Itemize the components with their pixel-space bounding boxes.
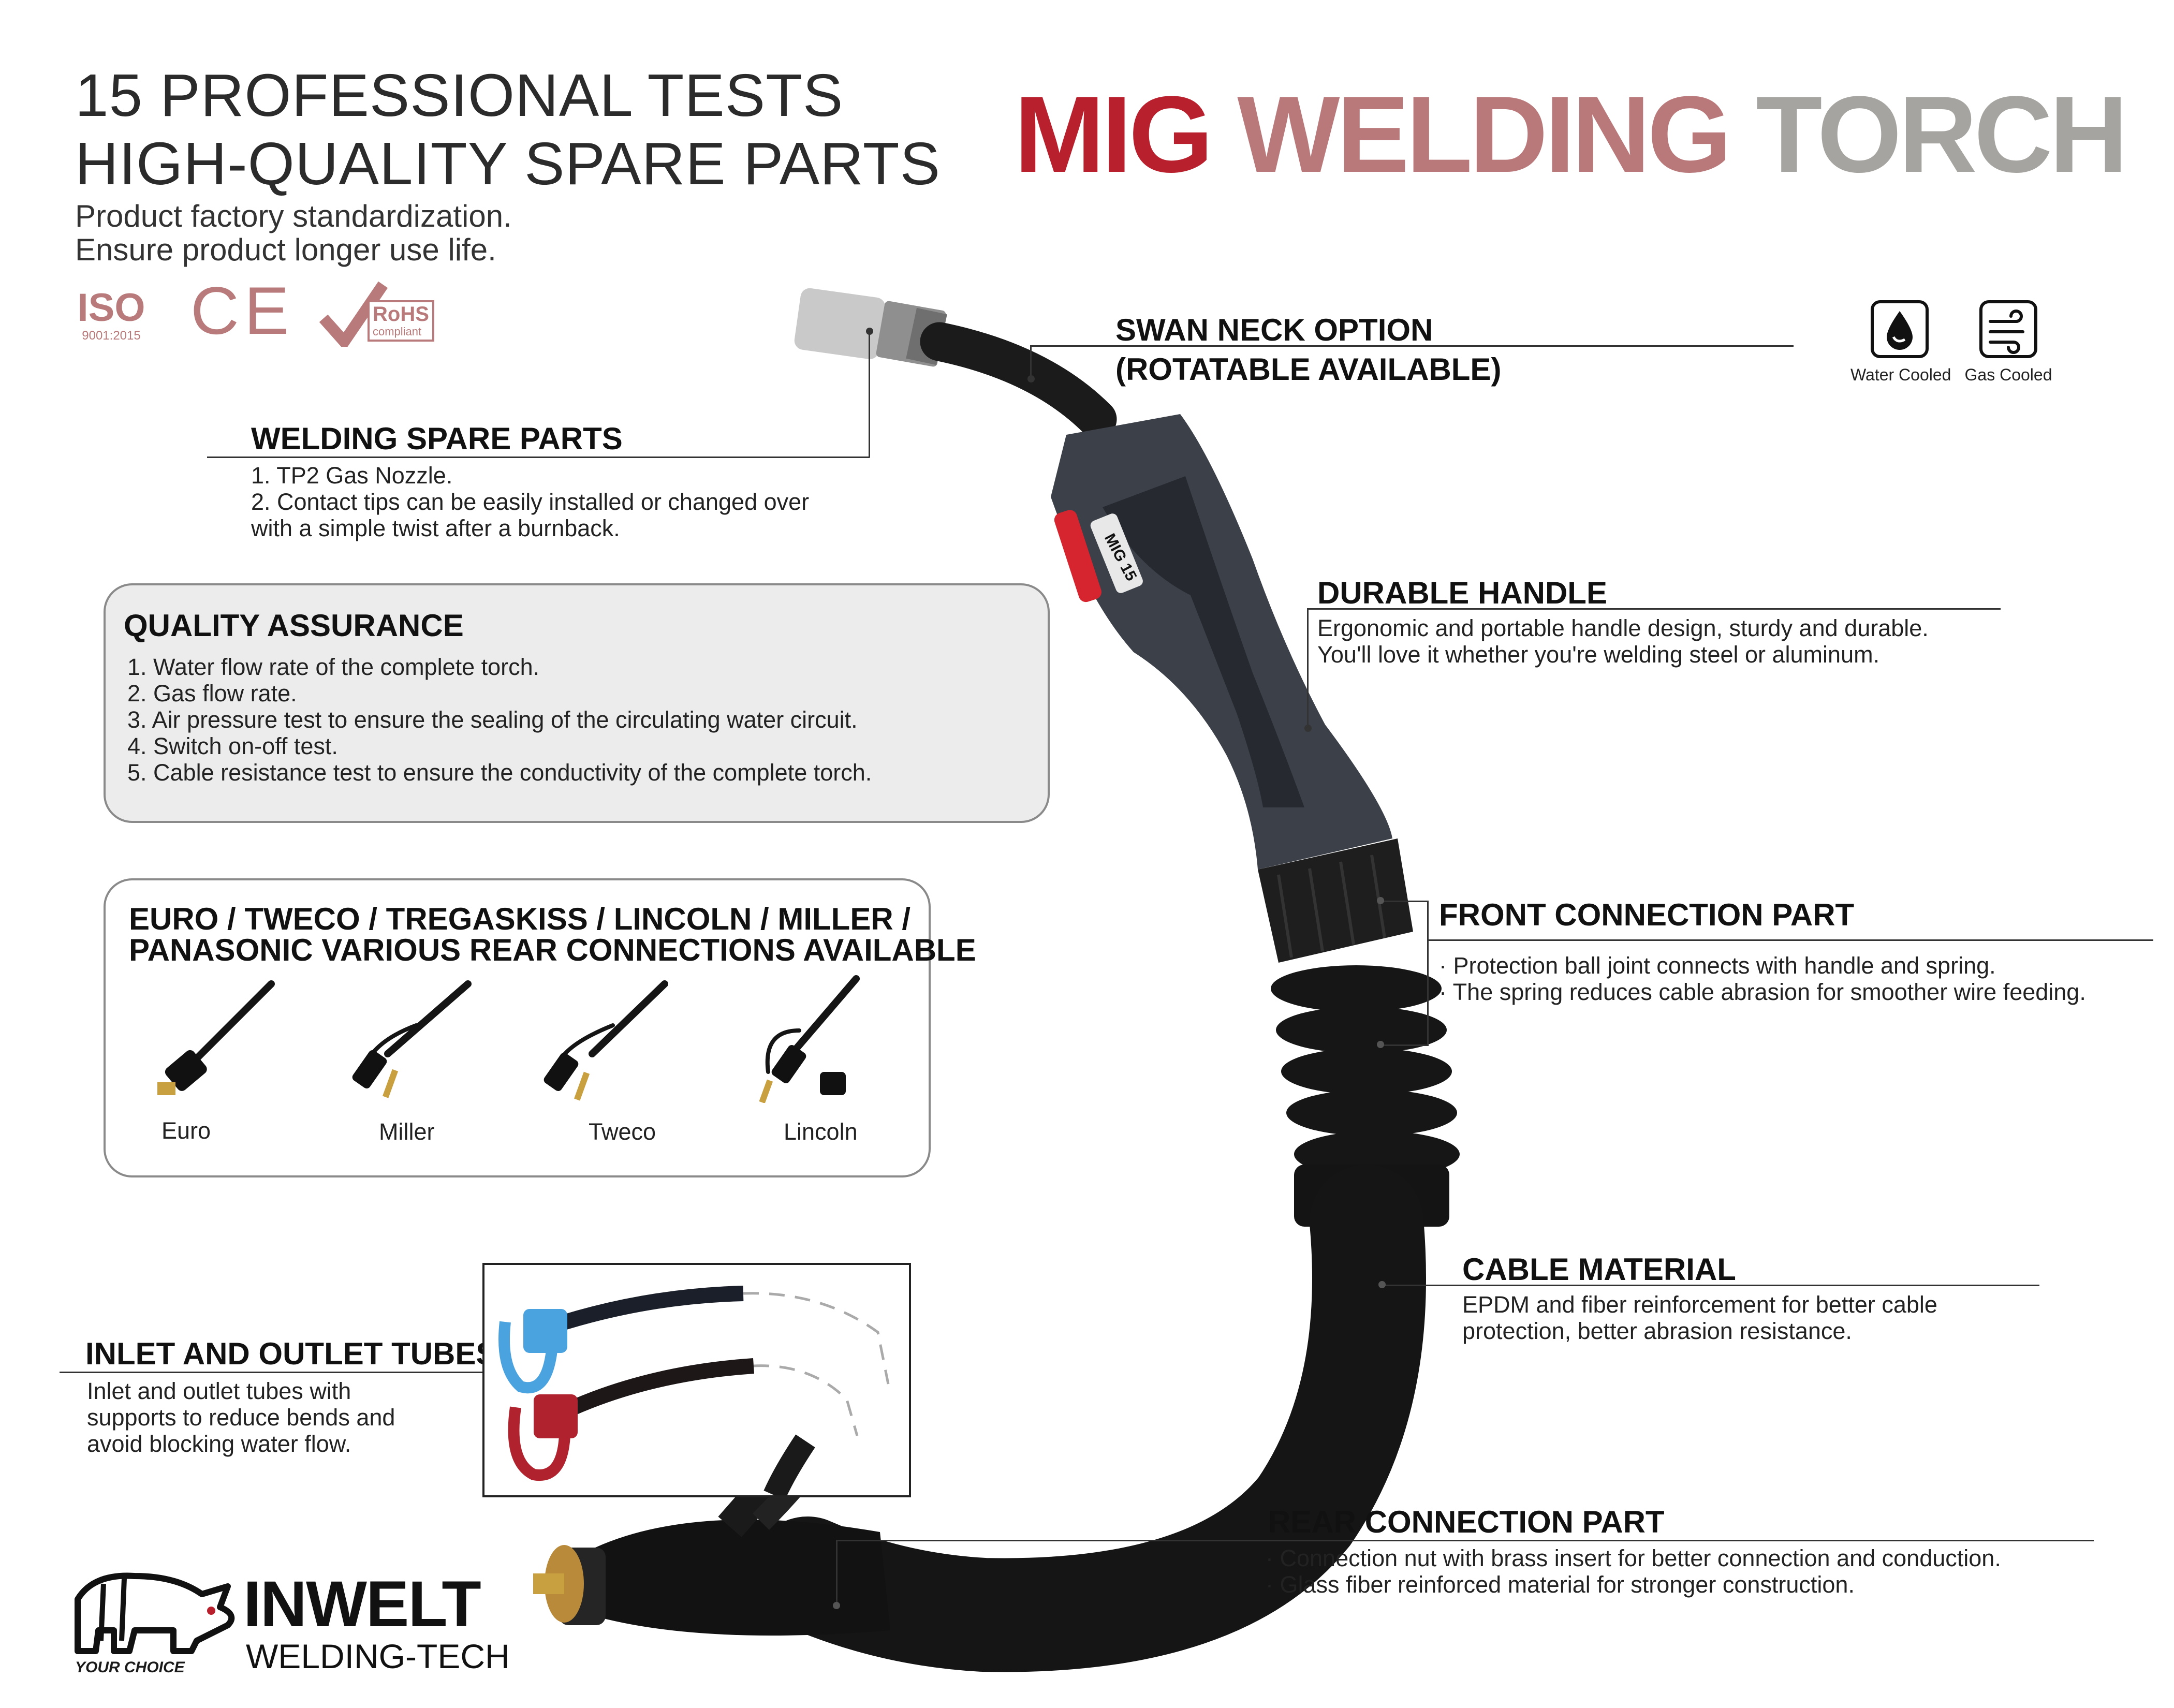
headline-line-1: 15 PROFESSIONAL TESTS — [75, 62, 844, 129]
subtitle: Product factory standardization. Ensure … — [75, 199, 512, 267]
handle-text: Ergonomic and portable handle design, st… — [1317, 615, 1929, 668]
rohs-logo: RoHS compliant — [316, 279, 445, 351]
headline: 15 PROFESSIONAL TESTS HIGH-QUALITY SPARE… — [75, 61, 941, 198]
outlet-cap — [508, 1394, 578, 1481]
brand-tagline: WELDING-TECH — [246, 1637, 510, 1675]
quality-heading: QUALITY ASSURANCE — [124, 608, 464, 643]
swan-neck-rule — [1030, 345, 1794, 347]
quality-list: 1. Water flow rate of the complete torch… — [127, 654, 872, 786]
ce-logo: CE — [190, 273, 295, 348]
tubes-detail-frame — [482, 1263, 911, 1500]
torch-swan-neck — [920, 322, 1117, 439]
water-cooled-badge: Water Cooled — [1850, 300, 1951, 385]
front-connection-heading: FRONT CONNECTION PART — [1439, 897, 1855, 932]
brand-logo: YOUR CHOICE INWELT WELDING-TECH — [72, 1563, 510, 1677]
torch-rear-connector — [533, 1520, 890, 1636]
subtitle-line-1: Product factory standardization. — [75, 199, 512, 233]
handle-heading: DURABLE HANDLE — [1317, 576, 1607, 610]
brand-name: INWELT — [243, 1568, 481, 1640]
connection-lincoln-label: Lincoln — [784, 1118, 858, 1145]
cable-heading: CABLE MATERIAL — [1462, 1252, 1736, 1287]
connection-miller-label: Miller — [379, 1118, 435, 1145]
water-drop-icon — [1871, 300, 1929, 358]
title-welding: WELDING — [1237, 73, 1732, 195]
page-title: MIG WELDING TORCH — [1014, 78, 2128, 192]
rear-connection-heading: REAR CONNECTION PART — [1268, 1505, 1665, 1539]
brand-slogan: YOUR CHOICE — [75, 1659, 185, 1676]
spare-parts-text: 1. TP2 Gas Nozzle. 2. Contact tips can b… — [251, 462, 810, 541]
inlet-cap — [498, 1309, 567, 1394]
rhino-icon — [75, 1572, 235, 1654]
connection-tweco-label: Tweco — [589, 1118, 656, 1145]
headline-line-2: HIGH-QUALITY SPARE PARTS — [75, 130, 941, 197]
wind-icon — [1979, 300, 2037, 358]
front-connection-text: · Protection ball joint connects with ha… — [1439, 952, 2086, 1005]
title-torch: TORCH — [1756, 73, 2128, 195]
torch-nozzle — [794, 288, 947, 367]
rear-connection-text: · Connection nut with brass insert for b… — [1266, 1545, 2001, 1598]
connection-euro-label: Euro — [161, 1117, 211, 1144]
spare-parts-heading: WELDING SPARE PARTS — [251, 421, 623, 456]
tubes-heading: INLET AND OUTLET TUBES — [85, 1336, 497, 1371]
connections-heading: EURO / TWECO / TREGASKISS / LINCOLN / MI… — [129, 902, 976, 967]
connector-illustrations — [157, 975, 860, 1103]
torch-cable — [751, 1165, 1426, 1672]
cable-text: EPDM and fiber reinforcement for better … — [1462, 1291, 1937, 1344]
quality-assurance-box: QUALITY ASSURANCE 1. Water flow rate of … — [104, 583, 1050, 823]
gas-cooled-badge: Gas Cooled — [1959, 300, 2058, 385]
subtitle-line-2: Ensure product longer use life. — [75, 232, 496, 267]
swan-neck-heading: SWAN NECK OPTION (ROTATABLE AVAILABLE) — [1115, 313, 1502, 387]
iso-logo: ISO 9001:2015 — [77, 286, 145, 343]
tubes-illustration — [498, 1286, 890, 1500]
tubes-text: Inlet and outlet tubes with supports to … — [87, 1378, 395, 1457]
title-mig: MIG — [1014, 73, 1213, 195]
rear-connections-box: EURO / TWECO / TREGASKISS / LINCOLN / MI… — [104, 878, 976, 1177]
torch-spring — [1271, 965, 1460, 1177]
